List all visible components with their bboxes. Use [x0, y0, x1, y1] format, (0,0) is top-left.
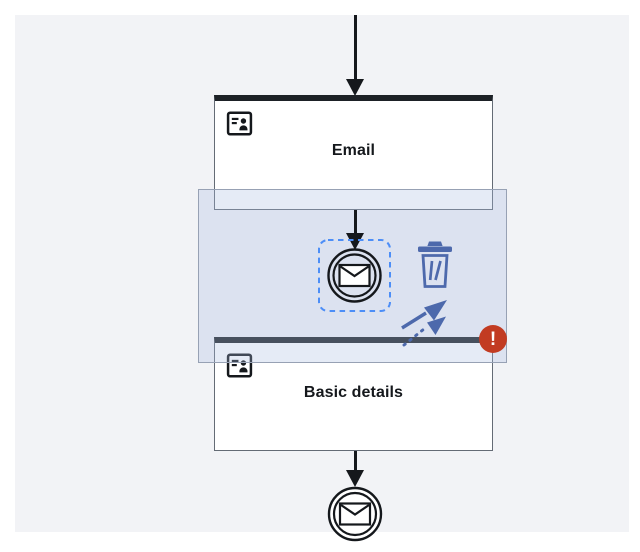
- node-email-form[interactable]: Email: [214, 95, 493, 210]
- id-card-icon: [226, 353, 253, 378]
- selection-marquee: [318, 239, 391, 312]
- trash-icon[interactable]: [417, 240, 453, 289]
- node-label: Basic details: [303, 384, 404, 401]
- sequence-flow-arrowhead: [346, 470, 364, 487]
- node-basic-details-form[interactable]: Basic details: [214, 337, 493, 451]
- sequence-flow-arrowhead: [346, 79, 364, 96]
- sequence-flow-line: [353, 210, 357, 234]
- error-badge-symbol: !: [489, 328, 497, 350]
- redirect-arrows-icon[interactable]: [397, 295, 449, 349]
- message-event-end[interactable]: [320, 479, 390, 549]
- sequence-flow-line: [353, 451, 357, 471]
- message-event-selected[interactable]: [320, 241, 389, 310]
- sequence-flow-line: [353, 15, 357, 80]
- sequence-flow-arrowhead: [346, 233, 364, 250]
- error-badge[interactable]: !: [479, 325, 507, 353]
- id-card-icon: [226, 111, 253, 136]
- node-label: Email: [331, 142, 376, 159]
